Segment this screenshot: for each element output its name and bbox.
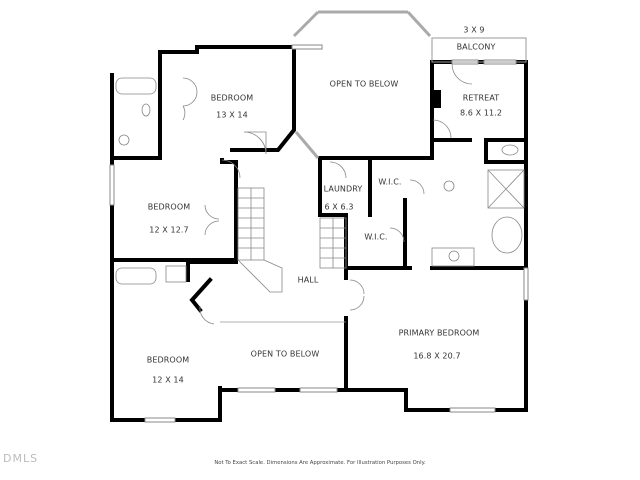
room-size-balcony: 3 X 9 bbox=[463, 25, 485, 35]
room-name-wic-2: W.I.C. bbox=[364, 232, 388, 242]
disclaimer-text: Not To Exact Scale. Dimensions Are Appro… bbox=[214, 460, 426, 466]
room-name-balcony: BALCONY bbox=[456, 42, 496, 52]
room-name-open-to-below-bottom: OPEN TO BELOW bbox=[250, 349, 320, 359]
room-name-laundry: LAUNDRY bbox=[323, 184, 363, 194]
room-size-bedroom-ne: 13 X 14 bbox=[216, 110, 248, 120]
room-name-primary-bedroom: PRIMARY BEDROOM bbox=[398, 328, 480, 338]
room-name-hall: HALL bbox=[297, 275, 319, 285]
room-name-bedroom-ne: BEDROOM bbox=[210, 93, 254, 103]
room-name-bedroom-mid: BEDROOM bbox=[147, 202, 191, 212]
room-size-bedroom-sw: 12 X 14 bbox=[152, 375, 184, 385]
wall-left-bath bbox=[110, 50, 162, 160]
room-size-bedroom-mid: 12 X 12.7 bbox=[149, 225, 189, 235]
room-size-primary-bedroom: 16.8 X 20.7 bbox=[413, 351, 461, 361]
room-name-wic-1: W.I.C. bbox=[378, 177, 402, 187]
wall-north-bedroom bbox=[158, 45, 294, 54]
wall-bedroom-east bbox=[230, 45, 296, 152]
wall-bath-split bbox=[186, 260, 238, 282]
wall-bedroom-mid-east bbox=[220, 158, 238, 260]
wall-diag bbox=[189, 277, 213, 313]
watermark: DMLS bbox=[3, 452, 39, 465]
wall-primary bbox=[344, 388, 452, 412]
room-name-retreat: RETREAT bbox=[462, 93, 500, 103]
room-name-open-to-below-top: OPEN TO BELOW bbox=[329, 79, 399, 89]
room-name-bedroom-sw: BEDROOM bbox=[146, 355, 190, 365]
wall-laundry-box bbox=[318, 156, 348, 217]
room-size-laundry: 6 X 6.3 bbox=[324, 202, 354, 212]
wall-bedroom-sw bbox=[110, 310, 222, 422]
wall-wic bbox=[344, 213, 412, 270]
room-size-retreat: 8.6 X 11.2 bbox=[459, 108, 503, 118]
